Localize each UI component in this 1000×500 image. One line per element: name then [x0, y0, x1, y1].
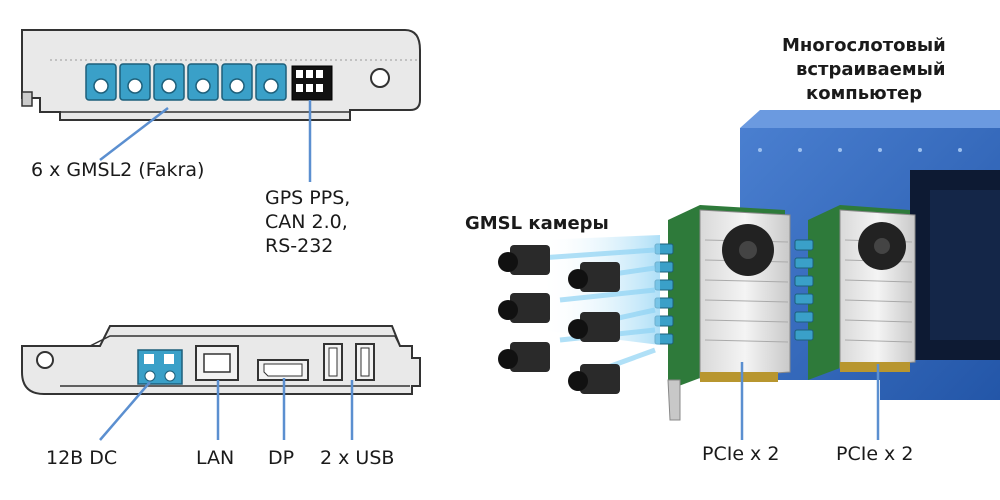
label-computer-line1: Многослотовый [782, 35, 946, 56]
label-usb: 2 x USB [320, 447, 395, 469]
pcie-card-left [654, 205, 791, 421]
label-pcie-left: PCIe x 2 [702, 443, 780, 465]
top-card-bracket [21, 29, 421, 121]
pcie-pointer-lines [740, 362, 880, 440]
top-pointer-lines [99, 100, 312, 182]
label-gps-line1: GPS PPS, [265, 187, 351, 209]
label-cameras: GMSL камеры [465, 213, 609, 234]
label-gps-line2: CAN 2.0, [265, 211, 348, 233]
signal-beams [539, 235, 660, 373]
usb-ports [323, 343, 375, 381]
label-gps-line3: RS-232 [265, 235, 334, 257]
pcie-card-right [794, 205, 916, 380]
camera [498, 342, 550, 372]
lan-port [195, 345, 239, 381]
label-computer-line2: встраиваемый [796, 59, 946, 80]
label-dp: DP [268, 447, 295, 469]
bottom-pointer-lines [99, 378, 354, 441]
camera [498, 245, 550, 275]
fakra-connectors [85, 63, 287, 101]
label-gmsl2: 6 x GMSL2 (Fakra) [31, 159, 205, 181]
camera [568, 364, 620, 394]
camera [568, 262, 620, 292]
camera [568, 312, 620, 342]
label-pcie-right: PCIe x 2 [836, 443, 914, 465]
dp-port [257, 359, 309, 381]
terminal-block [291, 65, 333, 101]
label-lan: LAN [196, 447, 235, 469]
gmsl-cameras [498, 245, 620, 394]
camera [498, 293, 550, 323]
label-dc: 12B DC [46, 447, 118, 469]
label-computer-line3: компьютер [806, 83, 923, 104]
dc-connector [137, 349, 183, 385]
